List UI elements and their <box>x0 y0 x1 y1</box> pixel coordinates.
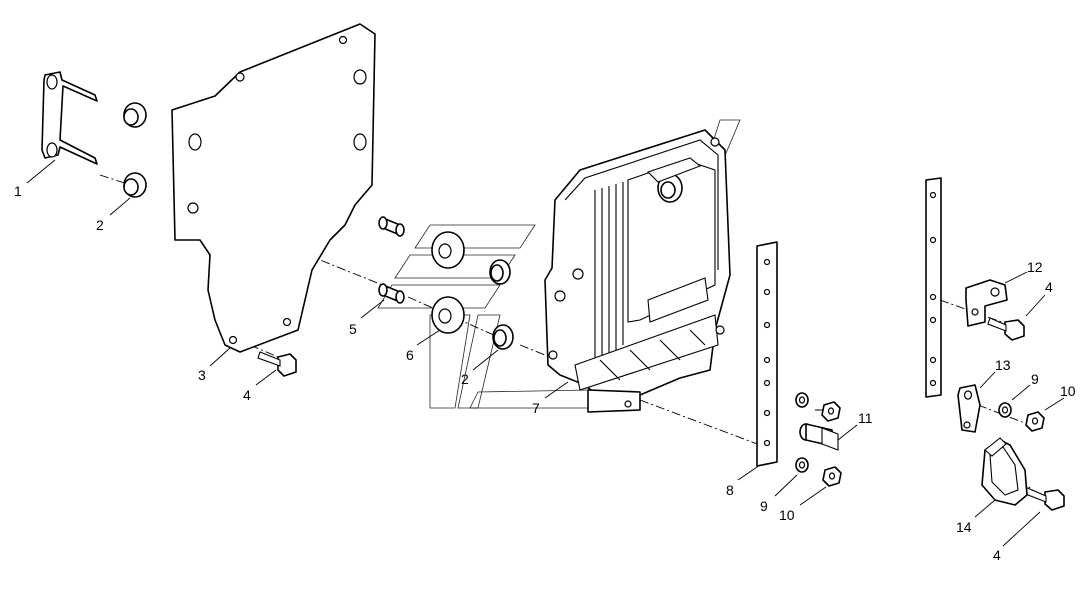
control-unit <box>544 129 731 413</box>
callout-10-right: 10 <box>1060 383 1076 399</box>
mounting-plate <box>171 23 376 353</box>
bolt-spacer <box>799 423 839 451</box>
ear-bracket <box>957 384 981 433</box>
callout-13: 13 <box>995 357 1011 373</box>
angle-bracket <box>965 279 1008 327</box>
hose-clamp <box>981 437 1028 506</box>
callout-3: 3 <box>198 367 206 383</box>
callout-5: 5 <box>349 321 357 337</box>
callout-12: 12 <box>1027 259 1043 275</box>
u-bolt <box>41 71 98 165</box>
rubber-grommet <box>123 102 147 198</box>
flange-bolt <box>257 317 1065 511</box>
callout-14: 14 <box>956 519 972 535</box>
washer-nut-set <box>795 392 1045 487</box>
callout-6: 6 <box>406 347 414 363</box>
spacer-sleeve <box>378 216 405 304</box>
callout-9: 9 <box>760 498 768 514</box>
bracket-strip <box>756 241 778 467</box>
callout-9-right: 9 <box>1031 371 1039 387</box>
callout-1: 1 <box>14 183 22 199</box>
flat-washer <box>431 231 465 334</box>
callout-4: 4 <box>243 387 251 403</box>
callout-8: 8 <box>726 482 734 498</box>
callout-4-right: 4 <box>1045 279 1053 295</box>
callout-labels: 1 2 3 4 5 6 2 7 8 9 10 11 12 4 13 9 10 1… <box>14 183 1076 563</box>
rubber-grommet-right <box>489 259 514 350</box>
callout-10: 10 <box>779 507 795 523</box>
leader-lines <box>26 159 1065 547</box>
bracket-strip-right <box>925 177 942 398</box>
callout-11: 11 <box>858 410 873 426</box>
callout-2: 2 <box>96 217 104 233</box>
callout-2-right: 2 <box>461 371 469 387</box>
callout-7: 7 <box>532 400 540 416</box>
callout-4-bottom: 4 <box>993 547 1001 563</box>
